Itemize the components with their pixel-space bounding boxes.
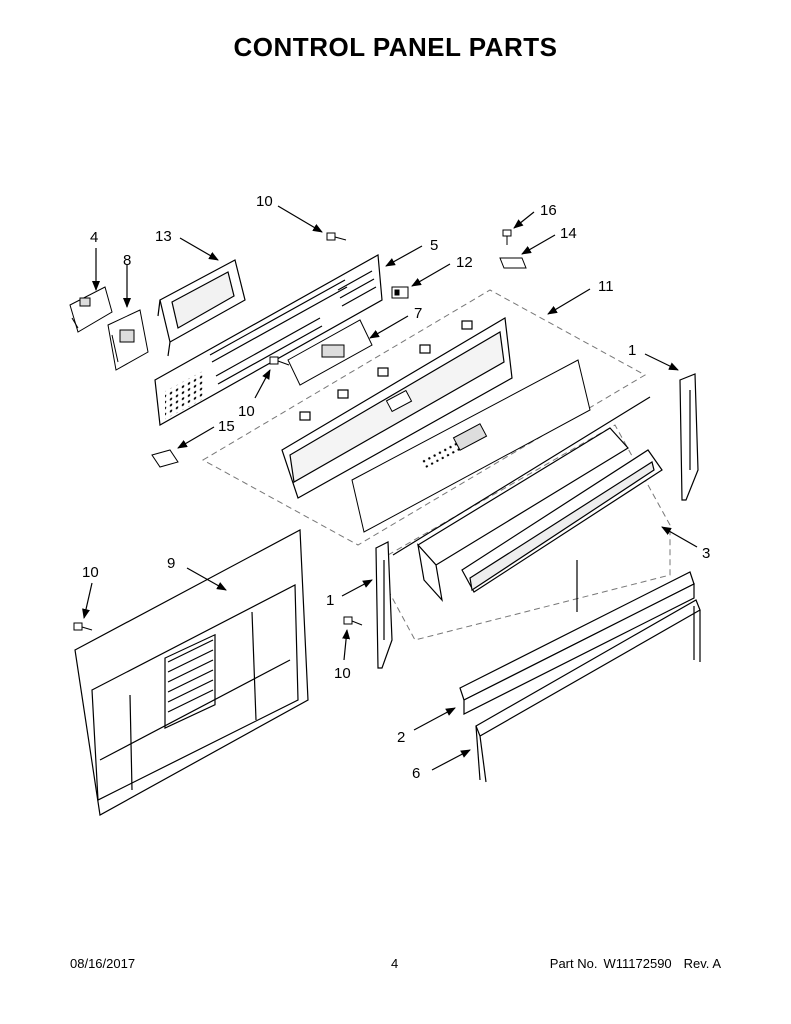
- callout-1-right: 1: [628, 342, 636, 359]
- callout-10-top: 10: [256, 193, 273, 210]
- revision: Rev. A: [683, 956, 721, 971]
- callout-6: 6: [412, 765, 420, 782]
- callout-10-mid: 10: [238, 403, 255, 420]
- callout-11: 11: [598, 278, 614, 295]
- part-10-screw-mid: [269, 356, 290, 366]
- callout-1-center: 1: [326, 592, 334, 609]
- callout-10-bottom: 10: [334, 665, 351, 682]
- part-12-connector: [391, 286, 409, 299]
- part-10-screw-left: [73, 622, 93, 631]
- callout-2: 2: [397, 729, 405, 746]
- part-1-bracket-center: [375, 541, 393, 669]
- footer-part-info: Part No. W11172590 Rev. A: [550, 956, 721, 971]
- part-4-board: [69, 286, 113, 333]
- callout-15: 15: [218, 418, 235, 435]
- control-overlay-glass: [351, 359, 591, 533]
- page-title: CONTROL PANEL PARTS: [233, 32, 558, 62]
- part-1-bracket-right: [679, 373, 699, 501]
- callout-4: 4: [90, 229, 98, 246]
- footer-page-number: 4: [391, 956, 399, 971]
- part-10-screw-bottom: [343, 616, 363, 626]
- part-3-trim: [417, 427, 663, 602]
- part-2-rail: [459, 571, 695, 715]
- part-label: Part No.: [549, 956, 598, 971]
- part-10-screw-top: [326, 232, 347, 241]
- callout-8: 8: [123, 252, 131, 269]
- callout-7: 7: [414, 305, 422, 322]
- part-13-frame: [157, 259, 246, 357]
- part-14-clip: [499, 257, 527, 269]
- callout-9: 9: [167, 555, 175, 572]
- callout-16: 16: [540, 202, 557, 219]
- part-6-frame: [475, 599, 701, 783]
- part-8-bracket: [107, 309, 149, 371]
- callout-14: 14: [560, 225, 577, 242]
- part-15-clip: [151, 449, 179, 468]
- footer-date: 08/16/2017: [70, 956, 136, 971]
- callout-5: 5: [430, 237, 438, 254]
- callout-3: 3: [702, 545, 710, 562]
- assembly-outline-11: [201, 289, 647, 546]
- part-16-screw: [502, 229, 512, 245]
- part-9-back-panel: [74, 529, 309, 816]
- leader-lines: [82, 205, 698, 771]
- callout-13: 13: [155, 228, 172, 245]
- part-7-control-board: [287, 319, 373, 386]
- part-5-rear-panel: [154, 254, 383, 426]
- callout-10-left: 10: [82, 564, 99, 581]
- part-number: W11172590: [603, 956, 672, 971]
- callout-12: 12: [456, 254, 473, 271]
